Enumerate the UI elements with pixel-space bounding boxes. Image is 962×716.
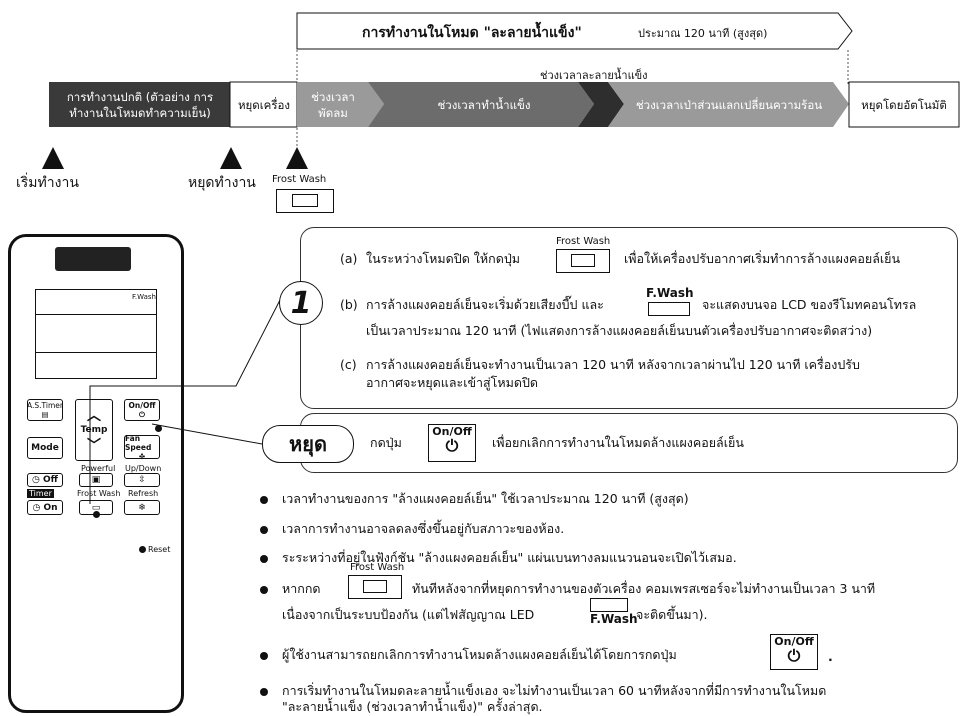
stop-label: หยุดทำงาน	[188, 175, 256, 191]
step-a-prefix: (a)	[340, 251, 358, 266]
remote-lcd: F.Wash	[35, 289, 157, 379]
remote-onoff-dot	[155, 425, 162, 432]
off-timer-button[interactable]: ◷ Off	[27, 473, 63, 487]
step-a-text2: เพื่อให้เครื่องปรับอากาศเริ่มทำการล้างแผ…	[624, 251, 901, 266]
step-a-text1: ในระหว่างโหมดปิด ให้กดปุ่ม	[366, 251, 520, 266]
as-timer-button[interactable]: A.S.Timer▤	[27, 399, 63, 421]
note-5-onoff-button: On/Off⏻	[770, 634, 818, 670]
frost-wash-indicator-dot	[93, 511, 100, 518]
note-6-line1: การเริ่มทำงานในโหมดละลายน้ำแข็งเอง จะไม่…	[282, 683, 827, 698]
bullet-icon	[260, 688, 268, 696]
guide-lines	[296, 50, 849, 84]
fan-speed-button[interactable]: Fan Speed✤	[124, 434, 160, 461]
timeline-fan-period: ช่วงเวลาพัดลม	[311, 89, 355, 120]
stop-text: เพื่อยกเลิกการทำงานในโหมดล้างแผงคอยล์เย็…	[492, 435, 744, 450]
defrost-mode-banner	[296, 12, 853, 50]
refresh-button[interactable]: ❄	[124, 500, 160, 515]
step-b-fwash-label: F.Wash	[646, 286, 694, 300]
step-c-text1: การล้างแผงคอยล์เย็นจะทำงานเป็นเวลา 120 น…	[366, 357, 860, 372]
mode-button[interactable]: Mode	[27, 437, 63, 459]
note-4-frost-wash-caption: Frost Wash	[350, 562, 405, 573]
timeline-bar	[49, 81, 960, 128]
note-3: ระระหว่างที่อยู่ในฟังก์ชัน "ล้างแผงคอยล์…	[282, 550, 737, 565]
banner-subtitle: ประมาณ 120 นาที (สูงสุด)	[638, 27, 768, 40]
note-4-text1: ทันทีหลังจากที่หยุดการทำงานของตัวเครื่อง…	[412, 581, 876, 596]
note-4-text2: เนื่องจากเป็นระบบป้องกัน (แต่ไฟสัญญาณ LE…	[282, 607, 535, 622]
stop-marker-icon	[220, 147, 242, 169]
frost-wash-remote-label: Frost Wash	[77, 489, 121, 498]
start-label: เริ่มทำงาน	[16, 175, 79, 191]
step-c-prefix: (c)	[340, 357, 357, 372]
step-b-text3: เป็นเวลาประมาณ 120 นาที (ไฟแสดงการล้างแผ…	[366, 323, 873, 338]
remote-ir-window	[55, 247, 131, 271]
timeline-auto-stop: หยุดโดยอัตโนมัติ	[861, 97, 947, 112]
start-marker-icon	[42, 147, 64, 169]
note-2: เวลาการทำงานอาจลดลงซึ่งขึ้นอยู่กับสภาวะข…	[282, 521, 565, 536]
lcd-fwash-label: F.Wash	[132, 293, 156, 301]
bullet-icon	[260, 652, 268, 660]
timer-label: Timer	[27, 489, 54, 498]
note-5: ผู้ใช้งานสามารถยกเลิกการทำงานโหมดล้างแผง…	[282, 647, 677, 662]
step-a-frost-wash-caption: Frost Wash	[556, 236, 611, 247]
stop-onoff-button: On/Off⏻	[428, 424, 476, 462]
step-b-fwash-icon	[648, 302, 690, 316]
remote-onoff-button[interactable]: On/Off⏻	[124, 399, 160, 421]
timeline-normal: การทำงานปกติ (ตัวอย่าง การทำงานในโหมดทำค…	[66, 89, 214, 120]
step-b-text1: การล้างแผงคอยล์เย็นจะเริ่มด้วยเสียงบี๊ป …	[366, 297, 604, 312]
bullet-icon	[260, 496, 268, 504]
note-4-fwash-icon	[590, 598, 628, 612]
remote-control: F.Wash A.S.Timer▤ ︿Temp﹀ On/Off⏻ Mode Fa…	[8, 234, 184, 713]
note-4-text3: จะติดขึ้นมา).	[636, 607, 708, 622]
note-5-period: .	[828, 649, 833, 664]
up-down-label: Up/Down	[125, 464, 162, 473]
bullet-icon	[260, 555, 268, 563]
note-4-prefix: หากกด	[282, 581, 321, 596]
step-b-prefix: (b)	[340, 297, 358, 312]
timeline-blow-period: ช่วงเวลาเป่าส่วนแลกเปลี่ยนความร้อน	[635, 97, 823, 112]
refresh-label: Refresh	[128, 489, 159, 498]
step-a-frost-wash-button	[556, 249, 610, 273]
step-number-badge: 1	[279, 281, 323, 325]
stop-press-text: กดปุ่ม	[370, 435, 402, 450]
step-c-text2: อากาศจะหยุดและเข้าสู่โหมดปิด	[366, 375, 539, 390]
guide-line-bottom	[296, 128, 298, 146]
note-1: เวลาทำงานของการ "ล้างแผงคอยล์เย็น" ใช้เว…	[282, 491, 689, 506]
powerful-label: Powerful	[81, 464, 116, 473]
up-down-button[interactable]: ⇳	[124, 473, 160, 487]
stop-box	[300, 413, 958, 473]
bullet-icon	[260, 586, 268, 594]
note-4-fwash-label: F.Wash	[590, 612, 638, 626]
step-box	[300, 227, 958, 409]
timeline-ice-period: ช่วงเวลาทำน้ำแข็ง	[437, 97, 531, 112]
powerful-button[interactable]: ▣	[79, 473, 113, 487]
frost-wash-marker-icon	[286, 147, 308, 169]
frost-wash-marker-button	[276, 189, 334, 213]
banner-title: การทำงานในโหมด "ละลายน้ำแข็ง"	[362, 25, 582, 41]
note-6-line2: "ละลายน้ำแข็ง (ช่วงเวลาทำน้ำแข็ง)" ครั้ง…	[282, 699, 543, 714]
defrost-period-label: ช่วงเวลาละลายน้ำแข็ง	[540, 69, 648, 82]
note-4-frost-wash-button	[348, 575, 402, 599]
frost-wash-marker-caption: Frost Wash	[272, 174, 327, 185]
step-b-text2: จะแสดงบนจอ LCD ของรีโมทคอนโทรล	[702, 297, 917, 312]
on-timer-button[interactable]: ◷ On	[27, 500, 63, 515]
stop-label-badge: หยุด	[262, 425, 354, 463]
timeline-stop-unit: หยุดเครื่อง	[237, 97, 291, 112]
reset-button[interactable]: Reset	[139, 545, 170, 554]
bullet-icon	[260, 526, 268, 534]
